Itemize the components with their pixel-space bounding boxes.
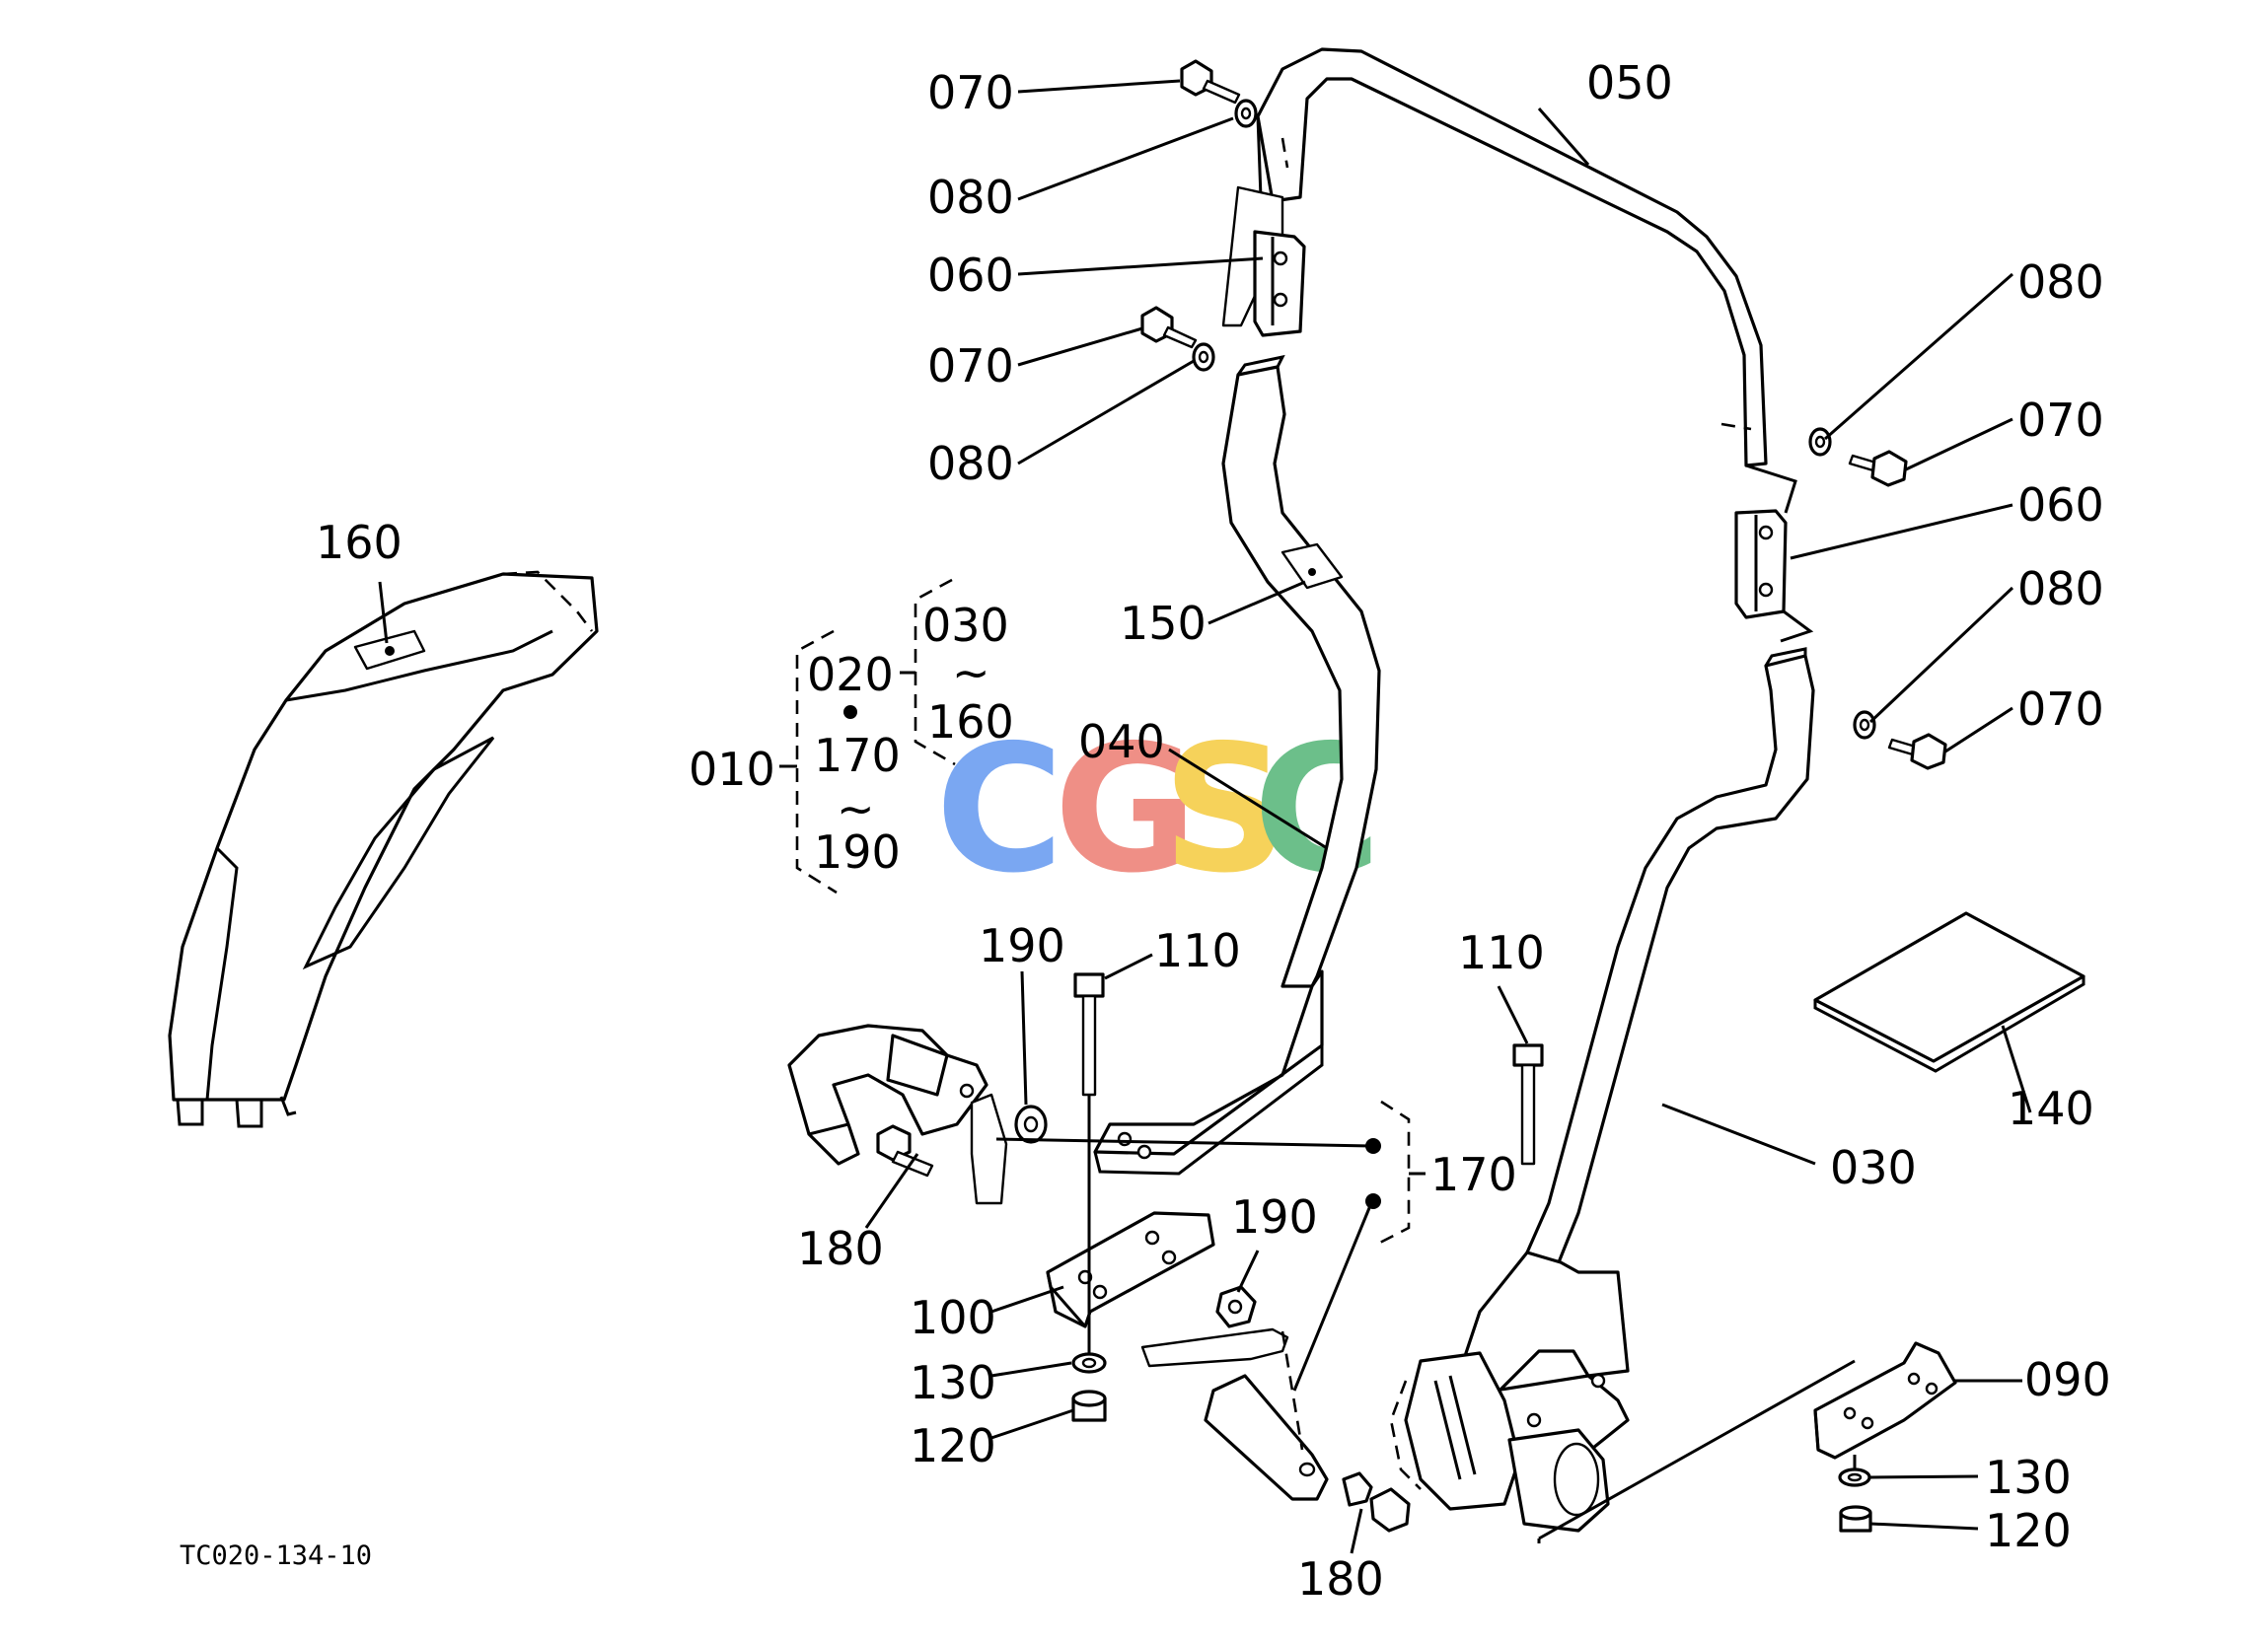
label-170-group: 170 (814, 729, 901, 782)
frame-050-drawing (1256, 47, 1768, 467)
group-dot-icon (843, 705, 857, 719)
seat-label-dot-icon (385, 646, 395, 656)
label-070-left-mid: 070 (927, 339, 1014, 393)
label-080-left-top: 080 (927, 171, 1014, 224)
bracket-060-right-drawing (1734, 464, 1814, 643)
label-130-right: 130 (1985, 1451, 2072, 1504)
label-140: 140 (2008, 1082, 2094, 1135)
label-020: 020 (807, 648, 894, 701)
label-060-left: 060 (927, 249, 1014, 302)
group-brackets (779, 578, 1426, 1247)
label-080-right-top: 080 (2017, 255, 2104, 309)
frame-040-drawing (1093, 354, 1381, 1176)
label-040: 040 (1078, 715, 1165, 768)
label-120-left: 120 (910, 1419, 996, 1472)
seat-belt-drawing (787, 1024, 1048, 1205)
group-dot-lower-icon (1365, 1193, 1381, 1209)
label-090: 090 (2024, 1353, 2111, 1406)
label-150: 150 (1120, 597, 1207, 650)
label-180-bottom: 180 (1297, 1552, 1384, 1606)
label-060-right: 060 (2017, 478, 2104, 532)
manual-140-drawing (1813, 911, 2085, 1073)
bolt-110-left-drawing (1073, 972, 1105, 1097)
label-160-group: 160 (927, 695, 1014, 749)
label-110-right: 110 (1458, 926, 1545, 979)
nut-washer-left-drawing (1071, 1352, 1107, 1422)
bracket-060-left-drawing (1221, 185, 1306, 337)
tilde-b: ~ (952, 646, 990, 699)
label-080-right-bot: 080 (2017, 562, 2104, 615)
label-120-right: 120 (1985, 1504, 2072, 1557)
label-180-left: 180 (797, 1222, 884, 1275)
tilde-a: ~ (837, 782, 875, 835)
drawing-code: TC020-134-10 (180, 1540, 372, 1571)
bracket-090-drawing (1813, 1341, 1957, 1533)
label-030-group: 030 (922, 599, 1009, 652)
watermark-letter-c1: C (935, 707, 1064, 911)
lower-belt-drawing (1140, 1285, 1411, 1533)
label-170: 170 (1430, 1148, 1517, 1201)
label-080-left-mid: 080 (927, 437, 1014, 490)
label-190-group: 190 (814, 825, 901, 879)
label-110-left: 110 (1154, 924, 1241, 977)
label-190-left: 190 (979, 919, 1065, 972)
label-010: 010 (689, 743, 775, 796)
label-160: 160 (316, 516, 402, 569)
callout-labels: 070 080 060 070 080 050 080 070 060 080 … (316, 56, 2111, 1606)
label-030: 030 (1830, 1141, 1917, 1194)
bracket-100-drawing (1046, 1095, 1215, 1361)
label-130-left: 130 (910, 1356, 996, 1409)
bolt-110-right-drawing (1512, 1043, 1544, 1166)
label-070-right-bot: 070 (2017, 682, 2104, 736)
label-070-left-top: 070 (927, 66, 1014, 119)
seat-cover-drawing (168, 570, 599, 1128)
fasteners-top (1140, 59, 1947, 770)
label-190-mid: 190 (1231, 1190, 1318, 1244)
label-050: 050 (1586, 56, 1673, 109)
label-100: 100 (910, 1291, 996, 1344)
leader-lines (378, 79, 2032, 1554)
watermark-letter-s: S (1162, 707, 1288, 911)
label-150-dot-icon (1308, 568, 1316, 576)
frame-030-drawing (1389, 647, 1815, 1533)
watermark-letter-g: G (1054, 707, 1198, 911)
group-dot-upper-icon (1365, 1138, 1381, 1154)
label-070-right-top: 070 (2017, 394, 2104, 447)
